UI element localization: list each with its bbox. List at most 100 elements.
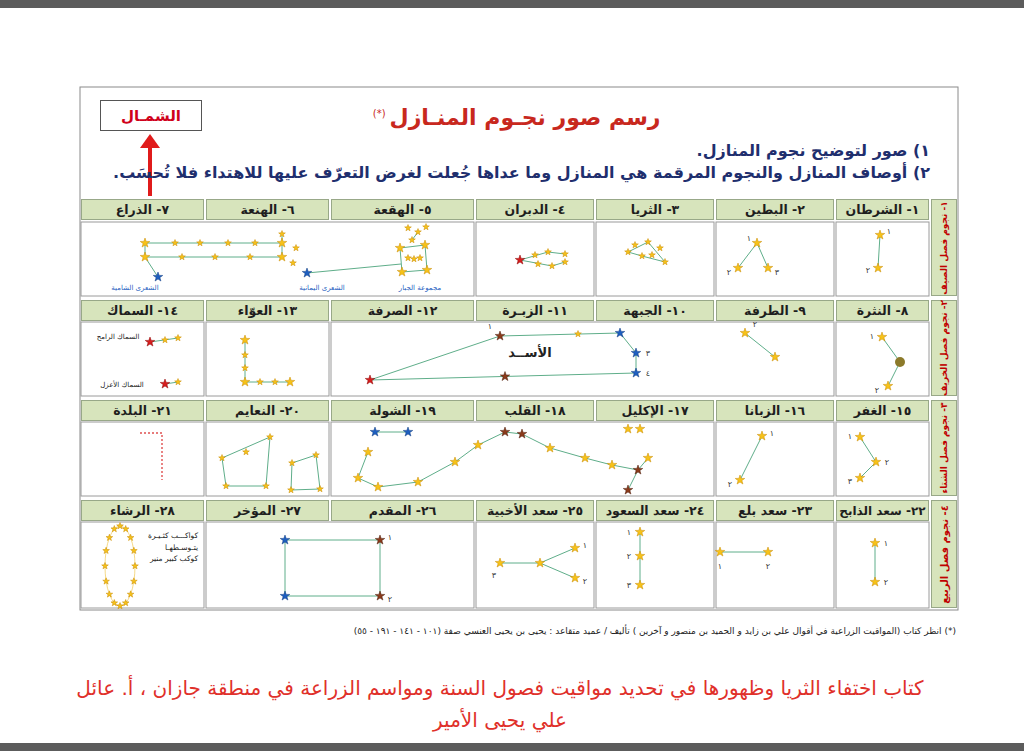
star [179,254,186,260]
star [162,337,169,343]
dotted-outline [140,433,162,480]
star-line [400,245,427,272]
star [293,245,300,251]
star-number: ٢ [866,266,870,275]
mansion-name: ٢٠- النعايم [235,403,300,418]
star [153,272,163,281]
star [285,377,295,386]
star [290,260,297,266]
star [131,547,138,553]
picture-cell [206,422,329,496]
star-number: ٢ [727,268,731,277]
star-number: ٢ [627,552,631,561]
star-line [860,437,876,478]
picture-cell [476,522,594,608]
star [535,261,542,267]
star [635,551,645,560]
star-line [520,252,565,260]
star [247,254,254,260]
star [515,255,525,264]
mansion-header: ٢٧- المؤخر [206,500,329,521]
star-number: ٢ [583,577,587,586]
mansion-name: ٤- الدبران [505,202,566,217]
mansion-header: ٣- الثريا [596,199,714,220]
star [172,240,179,246]
picture-cell [206,322,329,396]
star-number: ٢ [884,578,888,587]
star-number: ٣ [775,268,779,277]
star [873,263,883,272]
star [263,483,270,489]
star-name: الشعرى اليمانية [299,284,344,292]
star-number: ١ [718,562,722,571]
star [127,534,134,540]
star [288,487,295,493]
mansion-header: ٢٠- النعايم [206,400,329,421]
star [870,538,880,547]
star [631,368,641,377]
star [871,457,881,466]
season-header: ٤- نجوم فصل الربيع [931,500,957,608]
star [562,259,569,265]
star [632,242,639,248]
star [763,263,773,272]
star-line [520,260,565,266]
star [242,352,249,358]
star [643,453,653,462]
star-number: ١ [627,528,631,537]
star-line [285,540,380,596]
mansion-name: ٢٧- المؤخر [234,503,301,518]
picture-cell [81,522,204,608]
stars [102,224,905,609]
mansion-name: ٢٨- الرشاء [110,503,175,518]
star [411,256,418,262]
star [197,240,204,246]
star [409,237,416,243]
star-line [720,552,768,553]
star-name: السماك الرامح [97,333,140,341]
star [763,547,773,556]
star [103,547,110,553]
mansion-header: ١- الشرطان [836,199,929,220]
star-number: ٣ [492,571,496,580]
star-name: مجموعة الجبار [399,284,441,292]
mansion-header: ٥- الهقعة [331,199,474,220]
picture-cell [716,222,834,296]
star [633,465,643,474]
star [645,239,652,245]
mansion-name: ١- الشرطان [846,202,920,217]
star-line [540,563,575,578]
star [757,431,767,440]
star [223,483,230,489]
season-header: ٣- نجوم فصل الشتاء [931,400,957,496]
mansion-name: ٥- الهقعة [373,202,431,217]
star [413,477,423,486]
picture-cell [206,522,474,608]
star-name: الشعرى الشامية [111,284,158,292]
mansion-name: ٢٥- سعد الأخبية [487,503,583,518]
star-line [738,243,768,268]
mansion-name: ٢- البطين [745,202,805,217]
star-number: ١ [887,227,891,236]
mansion-header: ٢١- البلدة [81,400,204,421]
star-line [375,432,408,433]
star-line [740,436,762,480]
mansion-name: ١٠- الجبهة [623,303,687,318]
star [631,348,641,357]
mansion-name: ٢٣- سعد بلع [738,503,812,518]
star [122,526,129,532]
picture-cell [836,422,929,496]
star [855,473,865,482]
star-line [745,333,775,357]
star-line [500,548,575,563]
mansion-name: ٢١- البلدة [113,403,172,418]
mansion-name: ٢٤- سعد السعود [606,503,705,518]
constellation-name: الأســد [505,345,554,360]
star [365,375,375,384]
star [657,245,664,251]
star [770,352,780,361]
cluster-dot [895,357,905,367]
star-line [145,243,282,257]
star-number: ١ [583,541,587,550]
mansion-name: ٢٢- سعد الذابح [839,504,925,518]
